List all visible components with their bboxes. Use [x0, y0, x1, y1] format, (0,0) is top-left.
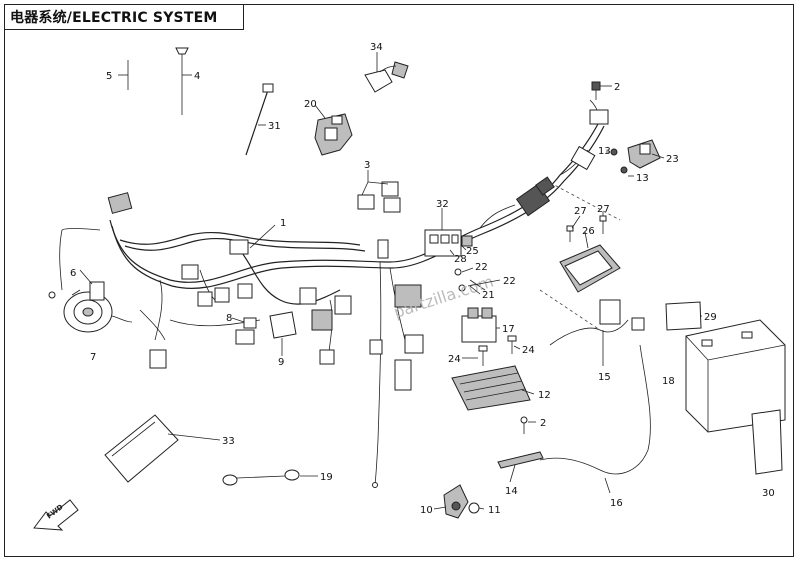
part-7-horn — [63, 291, 133, 333]
part-21-22-bolts — [454, 268, 486, 292]
callout-27-b: 27 — [597, 204, 610, 215]
callout-2-lower: 2 — [540, 418, 546, 429]
callout-2-top: 2 — [614, 82, 620, 93]
part-33-module — [104, 414, 179, 483]
callout-31: 31 — [268, 121, 281, 132]
part-30-cover-plate — [751, 409, 783, 475]
callout-14: 14 — [505, 486, 518, 497]
callout-30: 30 — [762, 488, 775, 499]
callout-22-b: 22 — [503, 276, 516, 287]
callout-3: 3 — [364, 160, 370, 171]
part-19-bulbs — [222, 469, 300, 486]
callout-28: 28 — [454, 254, 467, 265]
part-34-connector — [364, 61, 409, 93]
part-23-sensor — [627, 139, 661, 169]
callout-numbers: 1 2 2 3 4 5 6 7 8 9 10 11 12 13 13 14 15… — [70, 42, 775, 516]
callout-22-a: 22 — [475, 262, 488, 273]
callout-9: 9 — [278, 357, 284, 368]
diagram-frame — [4, 4, 794, 557]
callout-5: 5 — [106, 71, 112, 82]
part-10-sensor — [443, 484, 469, 519]
callout-16: 16 — [610, 498, 623, 509]
part-14-strap — [497, 451, 544, 469]
part-3-fuses — [357, 181, 401, 213]
callout-15: 15 — [598, 372, 611, 383]
part-13-screw-b — [620, 166, 628, 174]
callout-24-b: 24 — [522, 345, 535, 356]
part-8-connector — [243, 317, 257, 329]
callout-8: 8 — [226, 313, 232, 324]
callout-25: 25 — [466, 246, 479, 257]
callout-34: 34 — [370, 42, 383, 53]
part-4-cable-tie — [175, 47, 189, 115]
callout-13-a: 13 — [598, 146, 611, 157]
callout-17: 17 — [502, 324, 515, 335]
callout-33: 33 — [222, 436, 235, 447]
callout-32: 32 — [436, 199, 449, 210]
part-24-bolts — [478, 335, 517, 366]
callout-19: 19 — [320, 472, 333, 483]
callout-18: 18 — [662, 376, 675, 387]
part-9-flasher — [269, 311, 297, 350]
fwd-arrow: FWD — [33, 499, 79, 531]
callout-1: 1 — [280, 218, 286, 229]
part-16-cable — [539, 344, 651, 475]
callout-13-b: 13 — [636, 173, 649, 184]
part-15-terminal — [599, 299, 645, 331]
part-26-ecu — [539, 179, 621, 331]
callout-21: 21 — [482, 290, 495, 301]
part-11-nut — [468, 502, 480, 514]
callout-24-a: 24 — [448, 354, 461, 365]
harness-connectors — [48, 109, 609, 488]
leader-lines — [71, 52, 702, 510]
callout-7: 7 — [90, 352, 96, 363]
part-31-clamp-band — [245, 83, 274, 156]
callout-26: 26 — [582, 226, 595, 237]
callout-11: 11 — [488, 505, 501, 516]
part-12-regulator — [451, 365, 531, 411]
part-2-bolt-lower — [520, 416, 528, 434]
part-18-battery — [685, 319, 786, 433]
callout-29: 29 — [704, 312, 717, 323]
callout-23: 23 — [666, 154, 679, 165]
callout-12: 12 — [538, 390, 551, 401]
part-32-fuse-box — [424, 229, 473, 257]
part-29-pad — [665, 301, 702, 331]
part-17-starter-relay — [461, 307, 497, 343]
diagram-title: 电器系统/ELECTRIC SYSTEM — [10, 10, 218, 26]
part-6-bracket — [89, 281, 105, 301]
callout-20: 20 — [304, 99, 317, 110]
part-20-relay-box — [314, 113, 353, 156]
callout-27-a: 27 — [574, 206, 587, 217]
part-2-bolt-top — [591, 81, 601, 100]
callout-10: 10 — [420, 505, 433, 516]
callout-6: 6 — [70, 268, 76, 279]
callout-4: 4 — [194, 71, 200, 82]
part-13-screw-a — [610, 148, 618, 156]
title-box — [4, 4, 244, 30]
part-15-cable — [549, 319, 629, 346]
